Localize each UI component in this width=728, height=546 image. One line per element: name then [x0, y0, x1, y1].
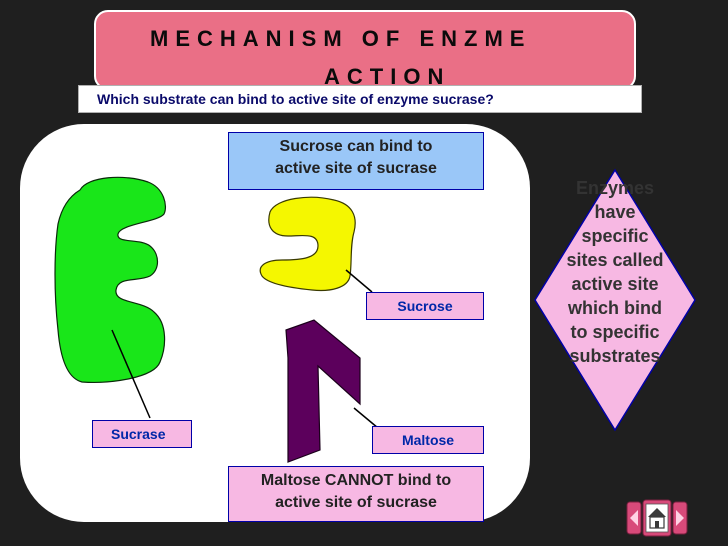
sucrose-shape — [259, 196, 356, 292]
caption-maltose-cannot-bind: Maltose CANNOT bind to active site of su… — [228, 466, 484, 522]
left-arrow-icon[interactable] — [626, 501, 642, 535]
side-note-line: Enzymes — [575, 178, 655, 198]
side-note-line: active site — [571, 274, 659, 294]
slide-title-line1: MECHANISM OF ENZME — [150, 26, 532, 51]
side-note-line: to specific — [570, 322, 660, 342]
sucrase-enzyme-shape — [54, 176, 167, 383]
side-note-diamond — [534, 168, 696, 432]
side-note-line: substrates — [569, 346, 661, 366]
question-text: Which substrate can bind to active site … — [78, 85, 642, 113]
caption-bottom-line1: Maltose CANNOT bind to — [260, 472, 452, 489]
caption-top-line2: active site of sucrase — [275, 160, 437, 177]
label-maltose: Maltose — [372, 426, 484, 454]
caption-bottom-line2: active site of sucrase — [275, 494, 437, 511]
side-note-text: Enzymes have specific sites called activ… — [540, 176, 690, 368]
slide-title-line2: ACTION — [324, 64, 451, 89]
side-note-line: have — [594, 202, 636, 222]
sucrase-connector-line — [111, 329, 151, 419]
side-note-line: sites called — [566, 250, 664, 270]
caption-sucrose-binds: Sucrose can bind to active site of sucra… — [228, 132, 484, 190]
home-icon[interactable] — [642, 499, 672, 537]
title-banner: MECHANISM OF ENZME ACTION — [94, 10, 636, 90]
label-sucrose: Sucrose — [366, 292, 484, 320]
side-note-line: specific — [581, 226, 649, 246]
maltose-shape — [285, 319, 361, 463]
caption-top-line1: Sucrose can bind to — [279, 138, 433, 155]
label-sucrase: Sucrase — [92, 420, 192, 448]
slide-navigation — [626, 499, 688, 537]
sucrose-connector-line — [345, 269, 373, 293]
right-arrow-icon[interactable] — [672, 501, 688, 535]
maltose-connector-line — [353, 407, 379, 429]
side-note-line: which bind — [568, 298, 662, 318]
